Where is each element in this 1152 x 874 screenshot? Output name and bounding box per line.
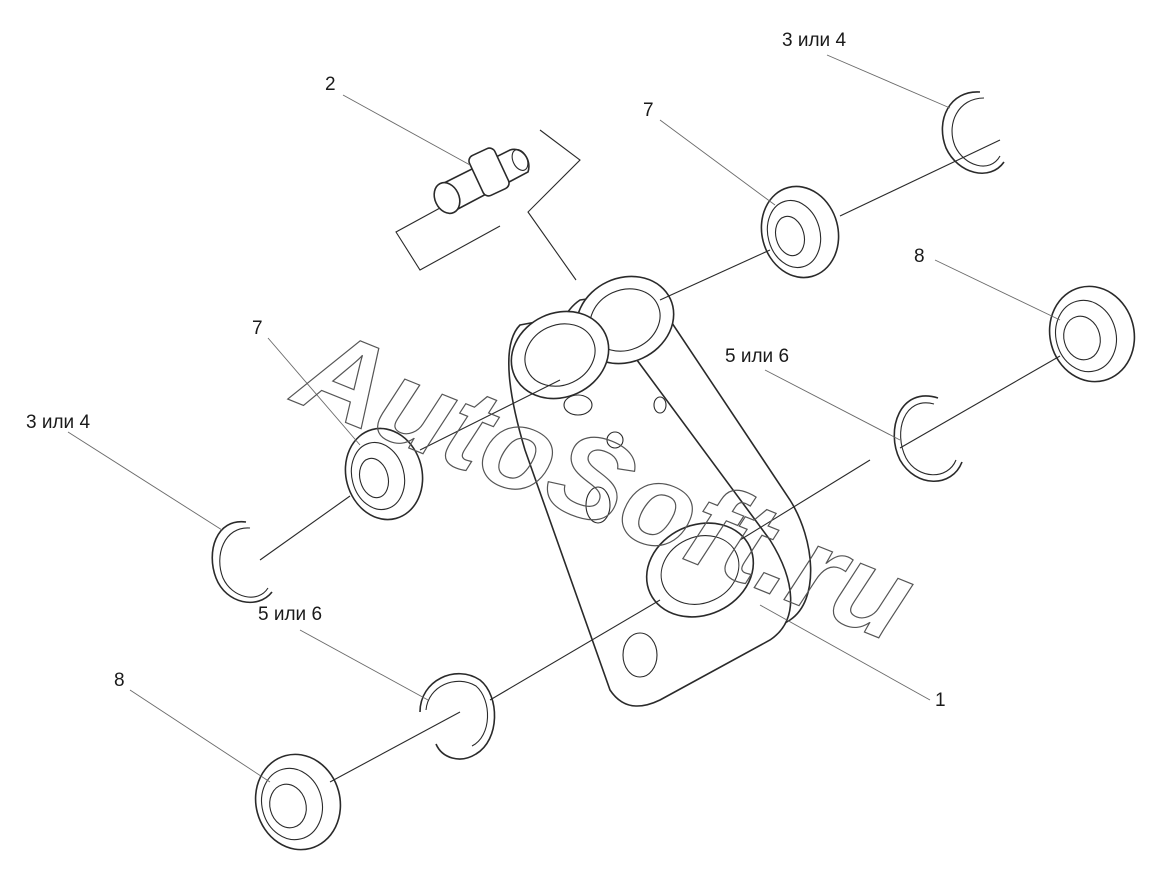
callout-labels: 1 2 3 или 4 3 или 4 5 или 6 5 или 6 7 7 … [26, 30, 946, 711]
callout-3-4-top: 3 или 4 [782, 30, 846, 51]
retaining-ring-5-6-right [893, 395, 963, 483]
retaining-ring-3-4-upper [941, 91, 1005, 174]
callout-5-6-left: 5 или 6 [258, 604, 322, 625]
bearing-7-upper [760, 185, 840, 279]
retaining-ring-5-6-left [419, 672, 496, 760]
callout-2: 2 [325, 74, 336, 95]
callout-8-right: 8 [914, 246, 925, 267]
callout-5-6-right: 5 или 6 [725, 346, 789, 367]
callout-7-upper: 7 [643, 100, 654, 121]
assembly-axis-lines [259, 139, 1061, 783]
bearing-7-lower [344, 427, 424, 521]
callout-3-4-left: 3 или 4 [26, 412, 90, 433]
callout-1: 1 [935, 690, 946, 711]
callout-7-lower: 7 [252, 318, 263, 339]
leader-lines [67, 54, 1061, 783]
bearing-8-right [1048, 285, 1136, 383]
callout-8-left: 8 [114, 670, 125, 691]
retaining-ring-3-4-lower [211, 521, 273, 604]
pin-part-2 [433, 147, 530, 215]
lever-body-part-1 [508, 275, 812, 707]
bearing-8-left [254, 753, 342, 851]
pin-group-bracket [395, 129, 581, 281]
